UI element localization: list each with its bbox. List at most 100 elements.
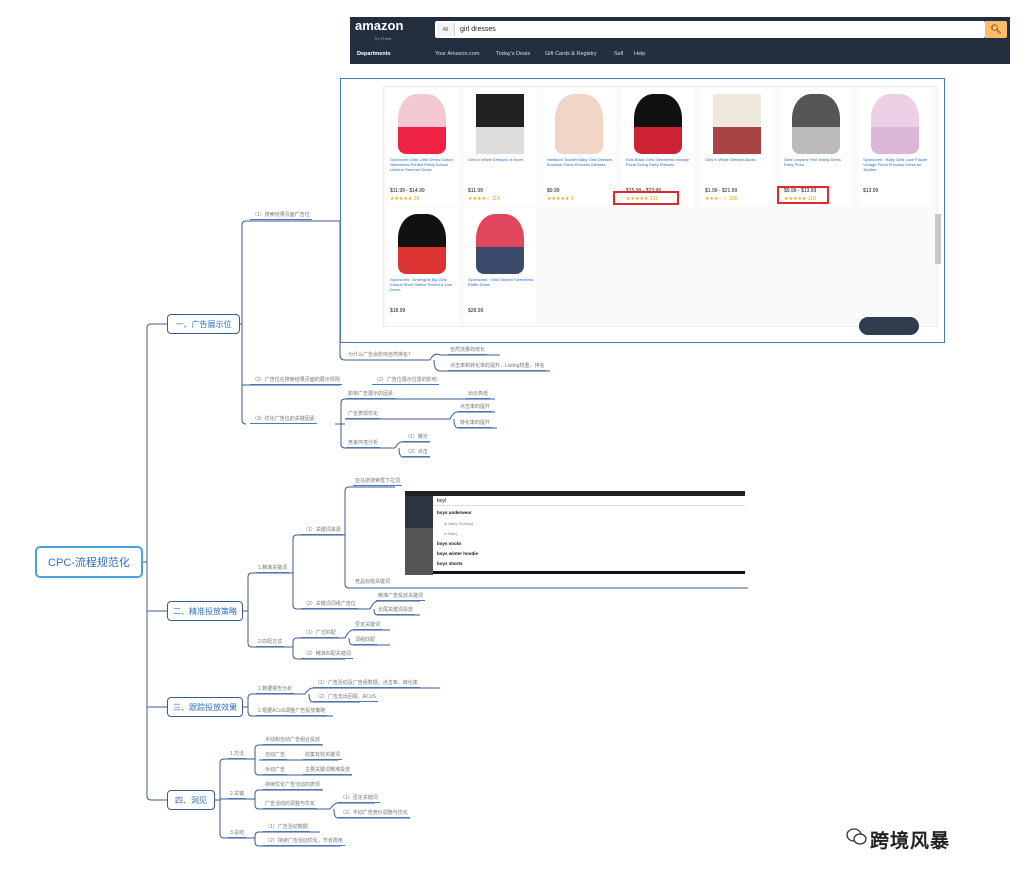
suggestion-item[interactable]: in Baby Clothing: [444, 521, 474, 526]
product-title[interactable]: Sponsored · Girls Striped Sleeveless Ruf…: [468, 277, 534, 287]
suggestion-item[interactable]: boys socks: [437, 541, 462, 546]
mindmap-label[interactable]: 影响广告展示的因素: [346, 391, 396, 399]
mindmap-label[interactable]: （1）广泛匹配: [301, 630, 338, 638]
mindmap-label[interactable]: 亚马逊搜索框下拉词: [353, 478, 403, 486]
mindmap-label[interactable]: 否定关键词: [353, 622, 383, 630]
mindmap-label[interactable]: 自动广告: [263, 752, 288, 760]
product-title[interactable]: Girls in White Dresses: A Novel: [468, 157, 524, 162]
section-node-ad-placement[interactable]: 一、广告展示位: [167, 314, 240, 334]
section-node-targeting[interactable]: 二、精准投放策略: [167, 601, 243, 621]
mindmap-label[interactable]: 转化率的提升: [458, 420, 493, 428]
product-card[interactable]: Girls in White Dresses: A Novel$11.99★★★…: [464, 88, 536, 206]
mindmap-label[interactable]: 收集有效关键词: [303, 752, 343, 760]
mindmap-label[interactable]: 竞品标题关键词: [355, 579, 391, 585]
product-card[interactable]: Gymboree Girls' Little Dress Cotton Slee…: [386, 88, 458, 206]
mindmap-label[interactable]: 3.总结: [228, 830, 247, 838]
product-title[interactable]: Gymboree Girls' Little Dress Cotton Slee…: [390, 157, 453, 172]
mindmap-label[interactable]: 词组匹配: [353, 637, 378, 645]
mindmap-label[interactable]: 为什么广告会影响自然排名？: [348, 352, 414, 358]
nav-sell[interactable]: Sell: [614, 51, 624, 57]
product-image[interactable]: [398, 94, 446, 154]
chat-bubble-icon[interactable]: [859, 317, 919, 335]
product-rating: ★★★★★ 3: [547, 196, 574, 202]
product-title[interactable]: Sponsored · Baby Girls Lace Flower Vinta…: [863, 157, 928, 172]
suggestion-query: boyl: [437, 498, 447, 504]
suggestion-item[interactable]: boys winter hoodie: [437, 551, 479, 556]
mindmap-label[interactable]: （1）曝光: [403, 434, 430, 442]
mindmap-label[interactable]: （1）否定关键词: [338, 795, 380, 803]
product-title[interactable]: Newborn Toddler Baby Girls Dresses Bowkn…: [547, 157, 613, 167]
mindmap-label[interactable]: （2）广告位在搜索结果页面的展示规则: [250, 377, 342, 385]
suggestion-item[interactable]: in Baby: [444, 531, 458, 536]
mindmap-label[interactable]: 广告表现优化: [346, 411, 381, 419]
section-node-tracking[interactable]: 三、跟踪投放效果: [167, 697, 243, 717]
amazon-logo[interactable]: amazon: [355, 18, 404, 33]
mindmap-label[interactable]: （2）精准匹配关键词: [301, 651, 353, 659]
mindmap-label[interactable]: （1）关键词来源: [301, 527, 343, 535]
mindmap-label[interactable]: 持续优化广告活动的表现: [263, 782, 323, 790]
mindmap-label[interactable]: 2.匹配方式: [256, 639, 285, 647]
suggestion-item[interactable]: boys underwear: [437, 510, 472, 515]
mindmap-label[interactable]: 精准广告投放关键词: [376, 593, 426, 601]
product-card[interactable]: Sponsored · Baby Girls Lace Flower Vinta…: [859, 88, 931, 206]
nav-your-amazon[interactable]: Your Amazon.com: [435, 51, 480, 57]
departments-menu[interactable]: Departments: [357, 51, 391, 57]
mindmap-label[interactable]: （1）搜索结果页面广告位: [250, 212, 312, 220]
product-card[interactable]: Girls in White Dresses Audio$1.99 - $21.…: [701, 88, 773, 206]
product-card[interactable]: Sponsored · Amerigirls Big Girls Casual …: [386, 208, 458, 326]
product-title[interactable]: Kids Black Girls Sleeveless Vintage Flor…: [626, 157, 690, 167]
product-price: $11.99: [468, 188, 483, 194]
mindmap-label[interactable]: （2）持续广告活动优化，节省费用: [263, 838, 345, 846]
mindmap-label[interactable]: （3）优化广告位的关键因素: [250, 416, 317, 424]
mindmap-label[interactable]: 手动广告: [263, 767, 288, 775]
amazon-search-input[interactable]: [435, 21, 985, 38]
section-node-insights[interactable]: 四、洞见: [167, 790, 215, 810]
search-icon[interactable]: 🔍︎: [985, 21, 1007, 38]
mindmap-label[interactable]: 手动和自动广告组合投放: [263, 737, 323, 745]
mindmap-label[interactable]: 1.方法: [228, 751, 247, 759]
product-title[interactable]: Girls in White Dresses Audio: [705, 157, 756, 162]
mindmap-label[interactable]: 出价高低: [466, 391, 491, 399]
nav-todays-deals[interactable]: Today's Deals: [496, 51, 531, 57]
watermark-text: 跨境风暴: [870, 831, 951, 852]
product-title[interactable]: Girls Leopard Print Swing Dress Party Pr…: [784, 157, 841, 167]
product-image[interactable]: [398, 214, 446, 274]
mindmap-label[interactable]: （2）关键词词组广告位: [301, 601, 358, 609]
mindmap-label[interactable]: 广告活动的调整与优化: [263, 801, 318, 809]
product-card[interactable]: Sponsored · Girls Striped Sleeveless Ruf…: [464, 208, 536, 326]
product-image[interactable]: [476, 214, 524, 274]
mindmap-label[interactable]: 主要关键词精准投放: [303, 767, 353, 775]
product-image[interactable]: [871, 94, 919, 154]
mindmap-label[interactable]: 2.关键: [228, 791, 247, 799]
mindmap-label[interactable]: 1.精准关键词: [256, 565, 290, 573]
mindmap-label[interactable]: （2）广告位展示位置的影响: [372, 377, 439, 385]
mindmap-label[interactable]: （1）广告活动及广告组数据，点击率、转化率: [313, 680, 420, 688]
mindmap-label[interactable]: （2）手动广告竞价调整与优化: [338, 810, 410, 818]
mindmap-label[interactable]: 2.根据ACoS调整广告投放策略: [256, 708, 328, 716]
product-card[interactable]: Kids Black Girls Sleeveless Vintage Flor…: [622, 88, 694, 206]
mindmap-label[interactable]: 点击率和转化率的提升，Listing权重，排名: [448, 363, 547, 371]
mindmap-label[interactable]: （2）广告支出回报，ACoS: [313, 694, 378, 702]
product-price: $11.99 - $14.99: [390, 188, 425, 194]
product-image[interactable]: [634, 94, 682, 154]
scrollbar[interactable]: [935, 214, 941, 264]
mindmap-label[interactable]: （1）广告活动数据: [263, 824, 310, 832]
mindmap-label[interactable]: 点击率的提升: [458, 404, 493, 412]
mindmap-label[interactable]: 竞争环境分析: [346, 440, 381, 448]
mindmap-label[interactable]: 1.数据报告分析: [256, 686, 295, 694]
search-scope-select[interactable]: All: [437, 23, 455, 36]
nav-help[interactable]: Help: [634, 51, 646, 57]
product-card[interactable]: Newborn Toddler Baby Girls Dresses Bowkn…: [543, 88, 615, 206]
product-image[interactable]: [792, 94, 840, 154]
nav-gift-cards[interactable]: Gift Cards & Registry: [545, 51, 597, 57]
mindmap-label[interactable]: 自然流量的增长: [448, 347, 488, 355]
mindmap-label[interactable]: （2）点击: [403, 449, 430, 457]
product-image[interactable]: [476, 94, 524, 154]
root-node[interactable]: CPC-流程规范化: [35, 546, 143, 578]
mindmap-label[interactable]: 长尾关键词投放: [376, 607, 416, 615]
suggestion-search-input[interactable]: [433, 497, 745, 506]
suggestion-item[interactable]: boys shorts: [437, 561, 463, 566]
product-title[interactable]: Sponsored · Amerigirls Big Girls Casual …: [390, 277, 453, 292]
product-image[interactable]: [555, 94, 603, 154]
product-image[interactable]: [713, 94, 761, 154]
